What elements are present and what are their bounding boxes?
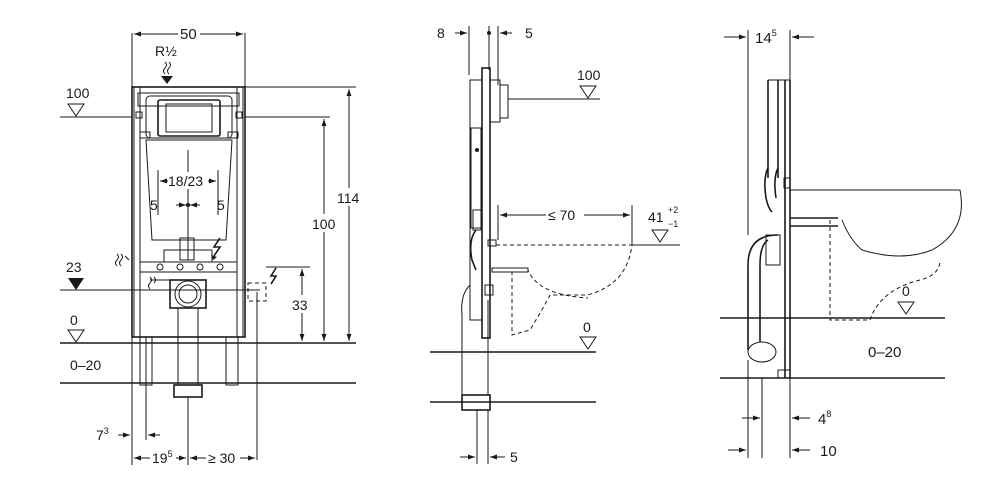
side-bottom-5-label: 5 [510,449,518,465]
section-top-label: 145 [755,28,777,47]
water-icon-right [148,276,156,290]
depth-label: ≤ 70 [548,207,575,223]
toilet-bowl-section [790,189,962,257]
front-view: 50 R½ 100 18/23 5 5 [60,26,365,466]
top-5-label: 5 [525,25,533,41]
connection-label: R½ [155,43,177,59]
tolerance-minus: −1 [668,219,678,229]
section-range-label: 0–20 [868,344,901,361]
side-ref-0-label: 0 [583,319,591,335]
bottom-19-label: 195 [152,449,173,466]
bottom-30-label: ≥ 30 [208,450,235,466]
water-supply-icon [163,61,171,75]
height-41-label: 41 [648,209,664,225]
spacing-label: 18/23 [168,173,203,189]
height-100-label: 100 [312,216,336,232]
offset-left-label: 5 [150,197,158,213]
ref-23-label: 23 [66,259,82,275]
mounting-frame [131,86,246,338]
power-icon-socket [269,267,278,285]
ref-100-label: 100 [66,85,90,101]
toilet-outline-side [496,244,633,336]
drain-opening [747,341,777,363]
height-114-label: 114 [337,190,360,206]
water-icon-left [115,253,130,267]
section-bottom-4-label: 48 [818,409,831,428]
bottom-7-label: 73 [96,426,109,443]
top-8-label: 8 [437,25,445,41]
side-view: 8 5 100 ≤ 70 41 +2 −1 [430,25,680,465]
width-label: 50 [180,26,197,43]
range-label: 0–20 [70,357,101,373]
section-bottom-10-label: 10 [820,443,837,460]
cistern [145,95,233,139]
section-ref-0-label: 0 [902,283,910,299]
side-ref-100-label: 100 [577,67,601,83]
height-33-label: 33 [292,297,308,313]
power-icon [212,237,222,257]
frame-side [481,67,491,339]
ref-0-label: 0 [70,312,78,328]
drain-pipe [747,234,779,350]
section-view: 145 0 0–20 48 10 [720,28,962,460]
tolerance-plus: +2 [668,205,678,215]
offset-right-label: 5 [217,197,225,213]
